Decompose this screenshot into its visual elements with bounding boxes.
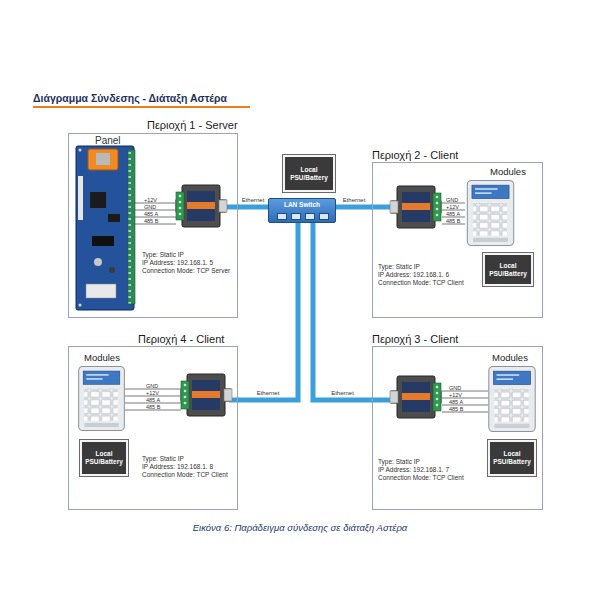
cable-label: Ethernet (331, 390, 354, 397)
ethernet-cable (238, 223, 298, 400)
wire-label: +12V (146, 390, 159, 396)
switch-name: LAN Switch (284, 199, 320, 209)
ip-setting: IP Address: 192.168.1. 6 (378, 271, 449, 279)
wire-label: 485 A (144, 211, 158, 217)
wire-label: +12V (449, 392, 462, 398)
ethernet-cable (336, 205, 372, 210)
psu-box: Local PSU/Battery (483, 253, 533, 286)
psu-text: Local PSU/Battery (82, 450, 126, 466)
ethernet-converter (390, 376, 442, 418)
ip-setting: IP Address: 192.168.1. 7 (378, 466, 449, 474)
wire-label: 485 B (146, 404, 160, 410)
ethernet-stub (226, 207, 390, 400)
ethernet-converter (175, 185, 227, 227)
psu-text: Local PSU/Battery (490, 450, 534, 466)
ip-setting: Connection Mode: TCP Client (378, 279, 464, 287)
ip-setting: Connection Mode: TCP Client (142, 471, 228, 479)
diagram-title: Διάγραμμα Σύνδεσης - Διάταξη Αστέρα (33, 92, 227, 104)
wire-label: GND (446, 197, 458, 203)
psu-box: Local PSU/Battery (283, 155, 335, 192)
wire-label: +12V (446, 204, 459, 210)
wire-label: GND (146, 383, 158, 389)
ip-setting: Connection Mode: TCP Server (142, 267, 230, 275)
wire-label: 485 A (446, 211, 460, 217)
switch-port (319, 213, 329, 220)
ethernet-converter (180, 374, 232, 416)
ip-setting: Type: Static IP (142, 251, 184, 259)
control-panel-board (76, 146, 135, 310)
switch-port (277, 213, 287, 220)
switch-port (305, 213, 315, 220)
area-heading: Περιοχή 3 - Client (372, 333, 458, 346)
modules-heading: Modules (490, 166, 526, 177)
ip-setting: Connection Mode: TCP Client (378, 474, 464, 482)
ip-setting: Type: Static IP (378, 263, 420, 271)
area-box: Περιοχή 4 - ClientModulesType: Static IP… (68, 346, 238, 510)
cable-label: Ethernet (242, 197, 265, 204)
cable-label: Ethernet (343, 197, 366, 204)
psu-box: Local PSU/Battery (488, 440, 536, 476)
psu-text: Local PSU/Battery (287, 166, 331, 182)
ip-setting: IP Address: 192.168.1. 5 (142, 259, 213, 267)
area-heading: Περιοχή 1 - Server (147, 119, 238, 132)
wire-label: 485 A (146, 397, 160, 403)
ip-setting: Type: Static IP (142, 455, 184, 463)
wire-label: 485 B (449, 406, 463, 412)
switch-port (291, 213, 301, 220)
wire-label: 485 B (144, 218, 158, 224)
modules-heading: Modules (84, 352, 120, 363)
area-box: Περιοχή 1 - ServerType: Static IPIP Addr… (68, 133, 238, 318)
area-box: Περιοχή 3 - ClientModulesType: Static IP… (372, 346, 543, 510)
ethernet-cable (313, 223, 372, 400)
ethernet-converter (390, 186, 442, 228)
area-heading: Περιοχή 2 - Client (372, 149, 458, 162)
psu-box: Local PSU/Battery (80, 440, 128, 476)
area-box: Περιοχή 2 - ClientModulesType: Static IP… (372, 162, 543, 318)
ip-setting: IP Address: 192.168.1. 8 (142, 463, 213, 471)
modules-heading: Modules (492, 352, 528, 363)
area-heading: Περιοχή 4 - Client (138, 333, 224, 346)
keypad-module (467, 181, 513, 246)
ip-setting: Type: Static IP (378, 458, 420, 466)
wire-label: 485 A (449, 399, 463, 405)
ethernet-cable (238, 205, 268, 210)
lan-switch: LAN Switch (268, 198, 336, 223)
keypad-module (79, 367, 125, 431)
psu-text: Local PSU/Battery (486, 262, 530, 278)
wire-label: GND (449, 385, 461, 391)
keypad-module (489, 367, 535, 432)
title-underline (33, 106, 250, 108)
wire-label: GND (144, 204, 156, 210)
figure-caption: Εικόνα 6: Παράδειγμα σύνδεσης σε διάταξη… (0, 522, 600, 533)
board-name: Panel (95, 135, 121, 146)
cable-label: Ethernet (257, 390, 280, 397)
wire-label: 485 B (446, 218, 460, 224)
wire-label: +12V (144, 197, 157, 203)
